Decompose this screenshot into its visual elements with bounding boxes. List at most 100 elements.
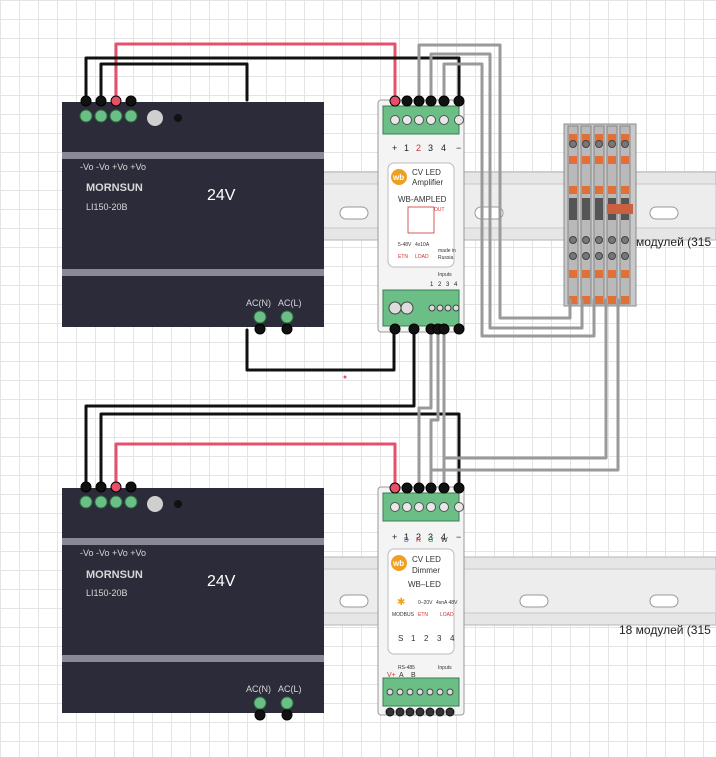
amp-input-number: 4: [454, 282, 458, 288]
wire-black-ac-loop: [245, 328, 396, 372]
amp-input-screw[interactable]: [428, 304, 436, 312]
dim-terminal-screw[interactable]: [454, 502, 464, 512]
terminal-block-clamp[interactable]: [608, 186, 616, 194]
terminal-block-clamp[interactable]: [595, 270, 603, 278]
dim-rs485: RS-485: [398, 665, 415, 671]
wire-connection-dot: [401, 95, 413, 107]
psu-bottom-terminal-labels: -Vo -Vo +Vo +Vo: [80, 548, 146, 558]
terminal-block-strip: [563, 123, 637, 307]
amp-input-screw[interactable]: [452, 304, 460, 312]
wire-connection-dot: [413, 95, 425, 107]
dim-terminal-screw[interactable]: [426, 502, 436, 512]
terminal-block-clamp[interactable]: [608, 156, 616, 164]
psu-bottom-ac-n-terminal[interactable]: [253, 696, 267, 710]
terminal-block-bridge: [595, 198, 603, 220]
terminal-block-clamp[interactable]: [582, 270, 590, 278]
psu-bottom-ac-n-label: AC(N): [246, 684, 271, 694]
terminal-block-clamp[interactable]: [569, 134, 577, 142]
rail-bottom-label: 18 модулей (315: [619, 623, 711, 637]
dim-bottom-screw[interactable]: [416, 688, 424, 696]
terminal-block-clamp[interactable]: [582, 156, 590, 164]
dim-terminal-screw[interactable]: [390, 502, 400, 512]
wire-red-top: [114, 42, 397, 102]
terminal-block-clamp[interactable]: [569, 270, 577, 278]
terminal-block-clamp[interactable]: [582, 134, 590, 142]
amp-terminal-screw[interactable]: [426, 115, 436, 125]
wire-gray-4: [417, 330, 433, 489]
dim-bottom-screw[interactable]: [406, 688, 414, 696]
wire-connection-dot: [453, 482, 465, 494]
dim-terminal-screw[interactable]: [439, 502, 449, 512]
wire-connection-dot: [80, 95, 92, 107]
terminal-block-clamp[interactable]: [595, 186, 603, 194]
dim-bottom-screw[interactable]: [396, 688, 404, 696]
amp-input-screw[interactable]: [436, 304, 444, 312]
terminal-block-clamp[interactable]: [621, 134, 629, 142]
psu-top-ac-n-terminal[interactable]: [253, 310, 267, 324]
terminal-block-clamp[interactable]: [582, 186, 590, 194]
wire-connection-dot: [80, 481, 92, 493]
psu-bottom-adjust-knob[interactable]: [147, 496, 163, 512]
terminal-block-hole: [608, 252, 616, 260]
psu-top-voltage: 24V: [207, 187, 236, 204]
terminal-block-clamp[interactable]: [608, 134, 616, 142]
terminal-block-hole: [621, 236, 629, 244]
terminal-block-clamp[interactable]: [582, 296, 590, 304]
dim-channel-label: G: [428, 537, 433, 544]
terminal-block-clamp[interactable]: [569, 186, 577, 194]
amp-out-label: OUT: [434, 207, 445, 213]
terminal-block-clamp[interactable]: [595, 156, 603, 164]
dim-bottom-term-label: A: [399, 672, 404, 679]
amp-title-2: Amplifier: [412, 178, 443, 187]
terminal-block-clamp[interactable]: [569, 156, 577, 164]
terminal-block-clamp[interactable]: [621, 270, 629, 278]
wire-connection-dot: [95, 95, 107, 107]
terminal-block-clamp[interactable]: [621, 296, 629, 304]
terminal-block-clamp[interactable]: [595, 296, 603, 304]
amp-terminal-screw[interactable]: [402, 115, 412, 125]
dim-bottom-screw[interactable]: [386, 688, 394, 696]
terminal-block-clamp[interactable]: [621, 156, 629, 164]
dim-inputs-label: Inputs: [438, 665, 452, 671]
wire-connection-dot: [125, 95, 137, 107]
terminal-block-clamp[interactable]: [569, 296, 577, 304]
dim-modbus-icon: ✱: [397, 597, 405, 608]
dim-din-clip-hole: [435, 707, 445, 717]
amp-made-in: made in: [438, 248, 456, 254]
terminal-block-clamp[interactable]: [608, 296, 616, 304]
dim-bottom-screw[interactable]: [426, 688, 434, 696]
amp-input-number: 1: [430, 282, 434, 288]
psu-bottom-ac-l-terminal[interactable]: [280, 696, 294, 710]
psu-top-ac-l-terminal[interactable]: [280, 310, 294, 324]
psu-top-brand: MORNSUN: [86, 182, 143, 194]
terminal-block-clamp[interactable]: [621, 186, 629, 194]
dim-bottom-screw[interactable]: [436, 688, 444, 696]
amp-terminal-screw[interactable]: [454, 115, 464, 125]
wire-gray-2: [429, 52, 584, 330]
wire-connection-dot: [438, 95, 450, 107]
amp-input-screw[interactable]: [444, 304, 452, 312]
amp-terminal-screw[interactable]: [390, 115, 400, 125]
psu-top-terminal-labels: -Vo -Vo +Vo +Vo: [80, 162, 146, 172]
terminal-block-hole: [621, 140, 629, 148]
terminal-block-hole: [582, 140, 590, 148]
amp-power-screw[interactable]: [388, 301, 402, 315]
psu-top-adjust-knob[interactable]: [147, 110, 163, 126]
wire-connection-dot: [389, 95, 401, 107]
terminal-block-hole: [582, 252, 590, 260]
psu-bottom-voltage: 24V: [207, 573, 236, 590]
terminal-block-bridge: [569, 198, 577, 220]
amp-terminal-screw[interactable]: [439, 115, 449, 125]
dim-terminal-screw[interactable]: [402, 502, 412, 512]
amp-spec-left: 5-48V: [398, 242, 412, 248]
terminal-block-clamp[interactable]: [608, 270, 616, 278]
wire-connection-dot: [453, 323, 465, 335]
psu-top: -Vo -Vo +Vo +Vo MORNSUN LI150-20B 24V AC…: [62, 102, 324, 327]
dim-bottom-number: 3: [437, 634, 442, 643]
dim-bottom-screw[interactable]: [446, 688, 454, 696]
amp-power-screw[interactable]: [400, 301, 414, 315]
dim-spec-right: 4xnA 48V: [436, 600, 458, 606]
terminal-block-clamp[interactable]: [595, 134, 603, 142]
amp-terminal-screw[interactable]: [414, 115, 424, 125]
dim-terminal-screw[interactable]: [414, 502, 424, 512]
